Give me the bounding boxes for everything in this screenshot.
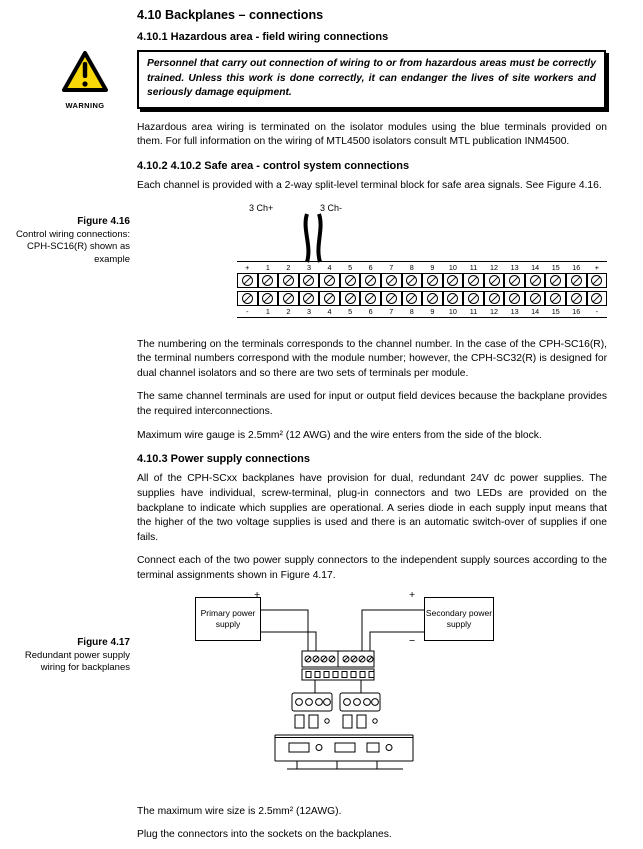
figure-417-diagram: Primary power supply Secondary power sup… — [137, 589, 607, 795]
paragraph-max-wire-gauge: Maximum wire gauge is 2.5mm² (12 AWG) an… — [137, 429, 542, 441]
paragraph-terminal-numbering: The numbering on the terminals correspon… — [137, 338, 607, 379]
warning-label: WARNING — [65, 101, 105, 110]
paragraph-max-wire-size: The maximum wire size is 2.5mm² (12AWG). — [137, 805, 342, 817]
figure-417-margin-note: Figure 4.17 Redundant power supply wirin… — [8, 636, 130, 675]
screw-terminals-top-row — [237, 272, 608, 288]
warning-text: Personnel that carry out connection of w… — [147, 58, 596, 99]
primary-plus-sign: + — [254, 588, 261, 601]
secondary-supply-box: Secondary power supply — [424, 596, 494, 641]
screw-terminals-bottom-row — [237, 290, 608, 306]
primary-supply-box: Primary power supply — [195, 596, 261, 641]
figure-417-caption: Redundant power supply wiring for backpl… — [24, 649, 130, 674]
paragraph-hazardous-wiring: Hazardous area wiring is terminated on t… — [137, 121, 607, 148]
section-heading-4103: 4.10.3 Power supply connections — [137, 453, 310, 466]
warning-text-box: Personnel that carry out connection of w… — [137, 50, 606, 109]
secondary-minus-sign: − — [409, 634, 416, 647]
figure-417-title: Figure 4.17 — [77, 637, 130, 648]
main-content: 4.10 Backplanes – connections 4.10.1 Haz… — [137, 8, 608, 849]
section-heading-4101: 4.10.1 Hazardous area - field wiring con… — [137, 31, 389, 43]
figure-416-margin-note: Figure 4.16 Control wiring connections: … — [8, 215, 130, 267]
primary-minus-sign: − — [254, 634, 261, 647]
secondary-supply-label: Secondary power supply — [425, 608, 493, 629]
section-heading-4102: 4.10.2 4.10.2 Safe area - control system… — [137, 160, 410, 173]
figure-416-caption: Control wiring connections: CPH-SC16(R) … — [15, 228, 130, 266]
cable-label-ch-plus: 3 Ch+ — [249, 202, 274, 213]
paragraph-connect-supplies: Connect each of the two power supply con… — [137, 555, 607, 581]
paragraph-power-supplies: All of the CPH-SCxx backplanes have prov… — [137, 473, 607, 543]
paragraph-channel-terminal: Each channel is provided with a 2-way sp… — [137, 180, 602, 192]
warning-symbol-block: WARNING — [58, 50, 112, 110]
figure-416-title: Figure 4.16 — [77, 216, 130, 227]
field-wires-drawing — [303, 213, 323, 263]
cable-label-ch-minus: 3 Ch- — [320, 202, 343, 213]
warning-triangle-icon — [62, 51, 108, 92]
primary-supply-label: Primary power supply — [200, 608, 256, 629]
paragraph-plug-connectors: Plug the connectors into the sockets on … — [137, 829, 392, 841]
paragraph-channel-terminals-io: The same channel terminals are used for … — [137, 391, 607, 418]
section-heading-410: 4.10 Backplanes – connections — [137, 8, 324, 22]
secondary-plus-sign: + — [409, 588, 416, 601]
